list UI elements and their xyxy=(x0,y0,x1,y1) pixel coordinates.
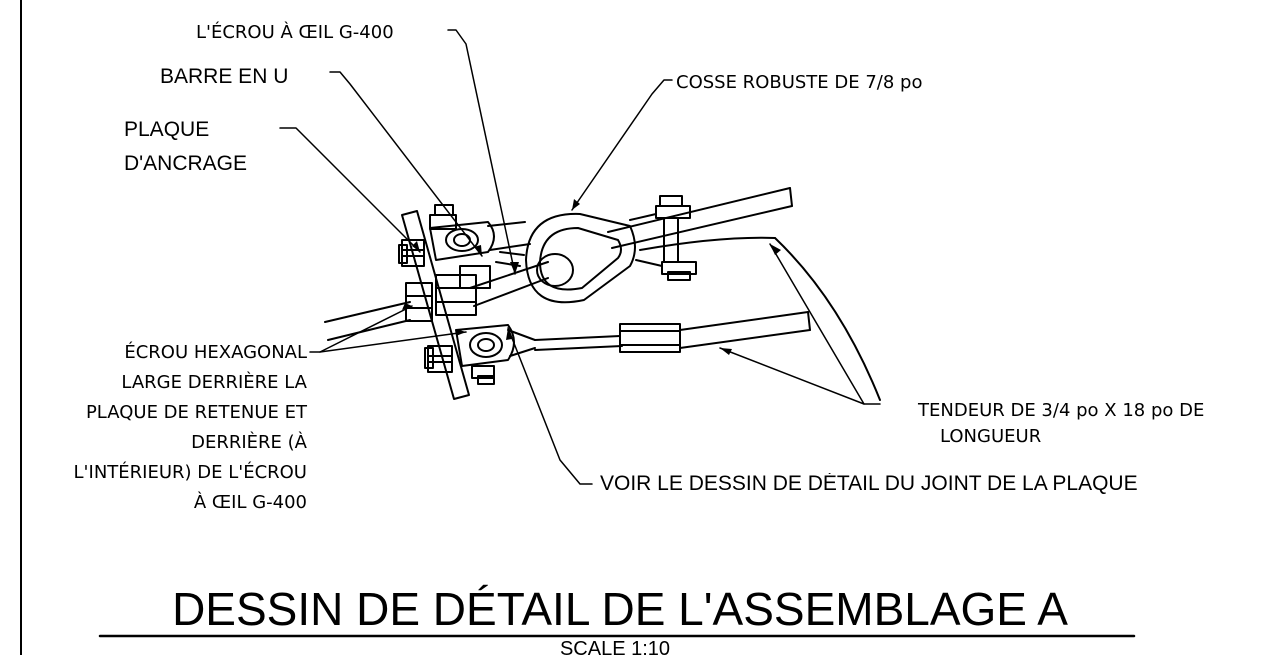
arrow-heads xyxy=(402,199,781,355)
hex-nut-label-line: L'INTÉRIEUR) DE L'ÉCROU xyxy=(73,462,307,483)
turnbuckle xyxy=(534,311,811,353)
lower-clevis xyxy=(455,324,536,367)
hex-nut-label-line: À ŒIL G-400 xyxy=(193,492,307,513)
rope-clip xyxy=(629,195,697,281)
eye-nut-label: L'ÉCROU À ŒIL G-400 xyxy=(196,22,394,43)
anchor-plate-label-line2: D'ANCRAGE xyxy=(124,152,248,175)
leader-lines xyxy=(98,29,1136,638)
anchor-plate-label-line1: PLAQUE xyxy=(124,118,210,141)
hex-nut-label-line: DERRIÈRE (À xyxy=(191,432,307,453)
drawing-scale: SCALE 1:10 xyxy=(559,638,671,660)
see-detail-label: VOIR LE DESSIN DE DÉTAIL DU JOINT DE LA … xyxy=(600,473,1138,494)
turnbuckle-label-line1: TENDEUR DE 3/4 po X 18 po DE xyxy=(918,400,1205,421)
hex-nut-label-line: PLAQUE DE RETENUE ET xyxy=(85,402,307,423)
hex-nut-label-line: ÉCROU HEXAGONAL xyxy=(124,342,307,363)
turnbuckle-label-line2: LONGUEUR xyxy=(940,426,1042,447)
u-bar-label: BARRE EN U xyxy=(160,65,289,88)
hex-nut-label-line: LARGE DERRIÈRE LA xyxy=(121,372,307,393)
hex-nut-group xyxy=(405,265,491,322)
lower-sag-cable xyxy=(639,236,881,401)
wire-rope xyxy=(324,261,549,341)
anchor-plate xyxy=(401,210,470,400)
plate-bolts xyxy=(398,204,495,385)
thimble-label: COSSE ROBUSTE DE 7/8 po xyxy=(676,72,923,93)
drawing-title: DESSIN DE DÉTAIL DE L'ASSEMBLAGE A xyxy=(172,583,1068,635)
drawing-border-left xyxy=(20,0,22,655)
upper-rope xyxy=(607,187,793,249)
hex-nut-label: ÉCROU HEXAGONAL LARGE DERRIÈRE LA PLAQUE… xyxy=(74,343,307,523)
thimble xyxy=(525,212,636,304)
